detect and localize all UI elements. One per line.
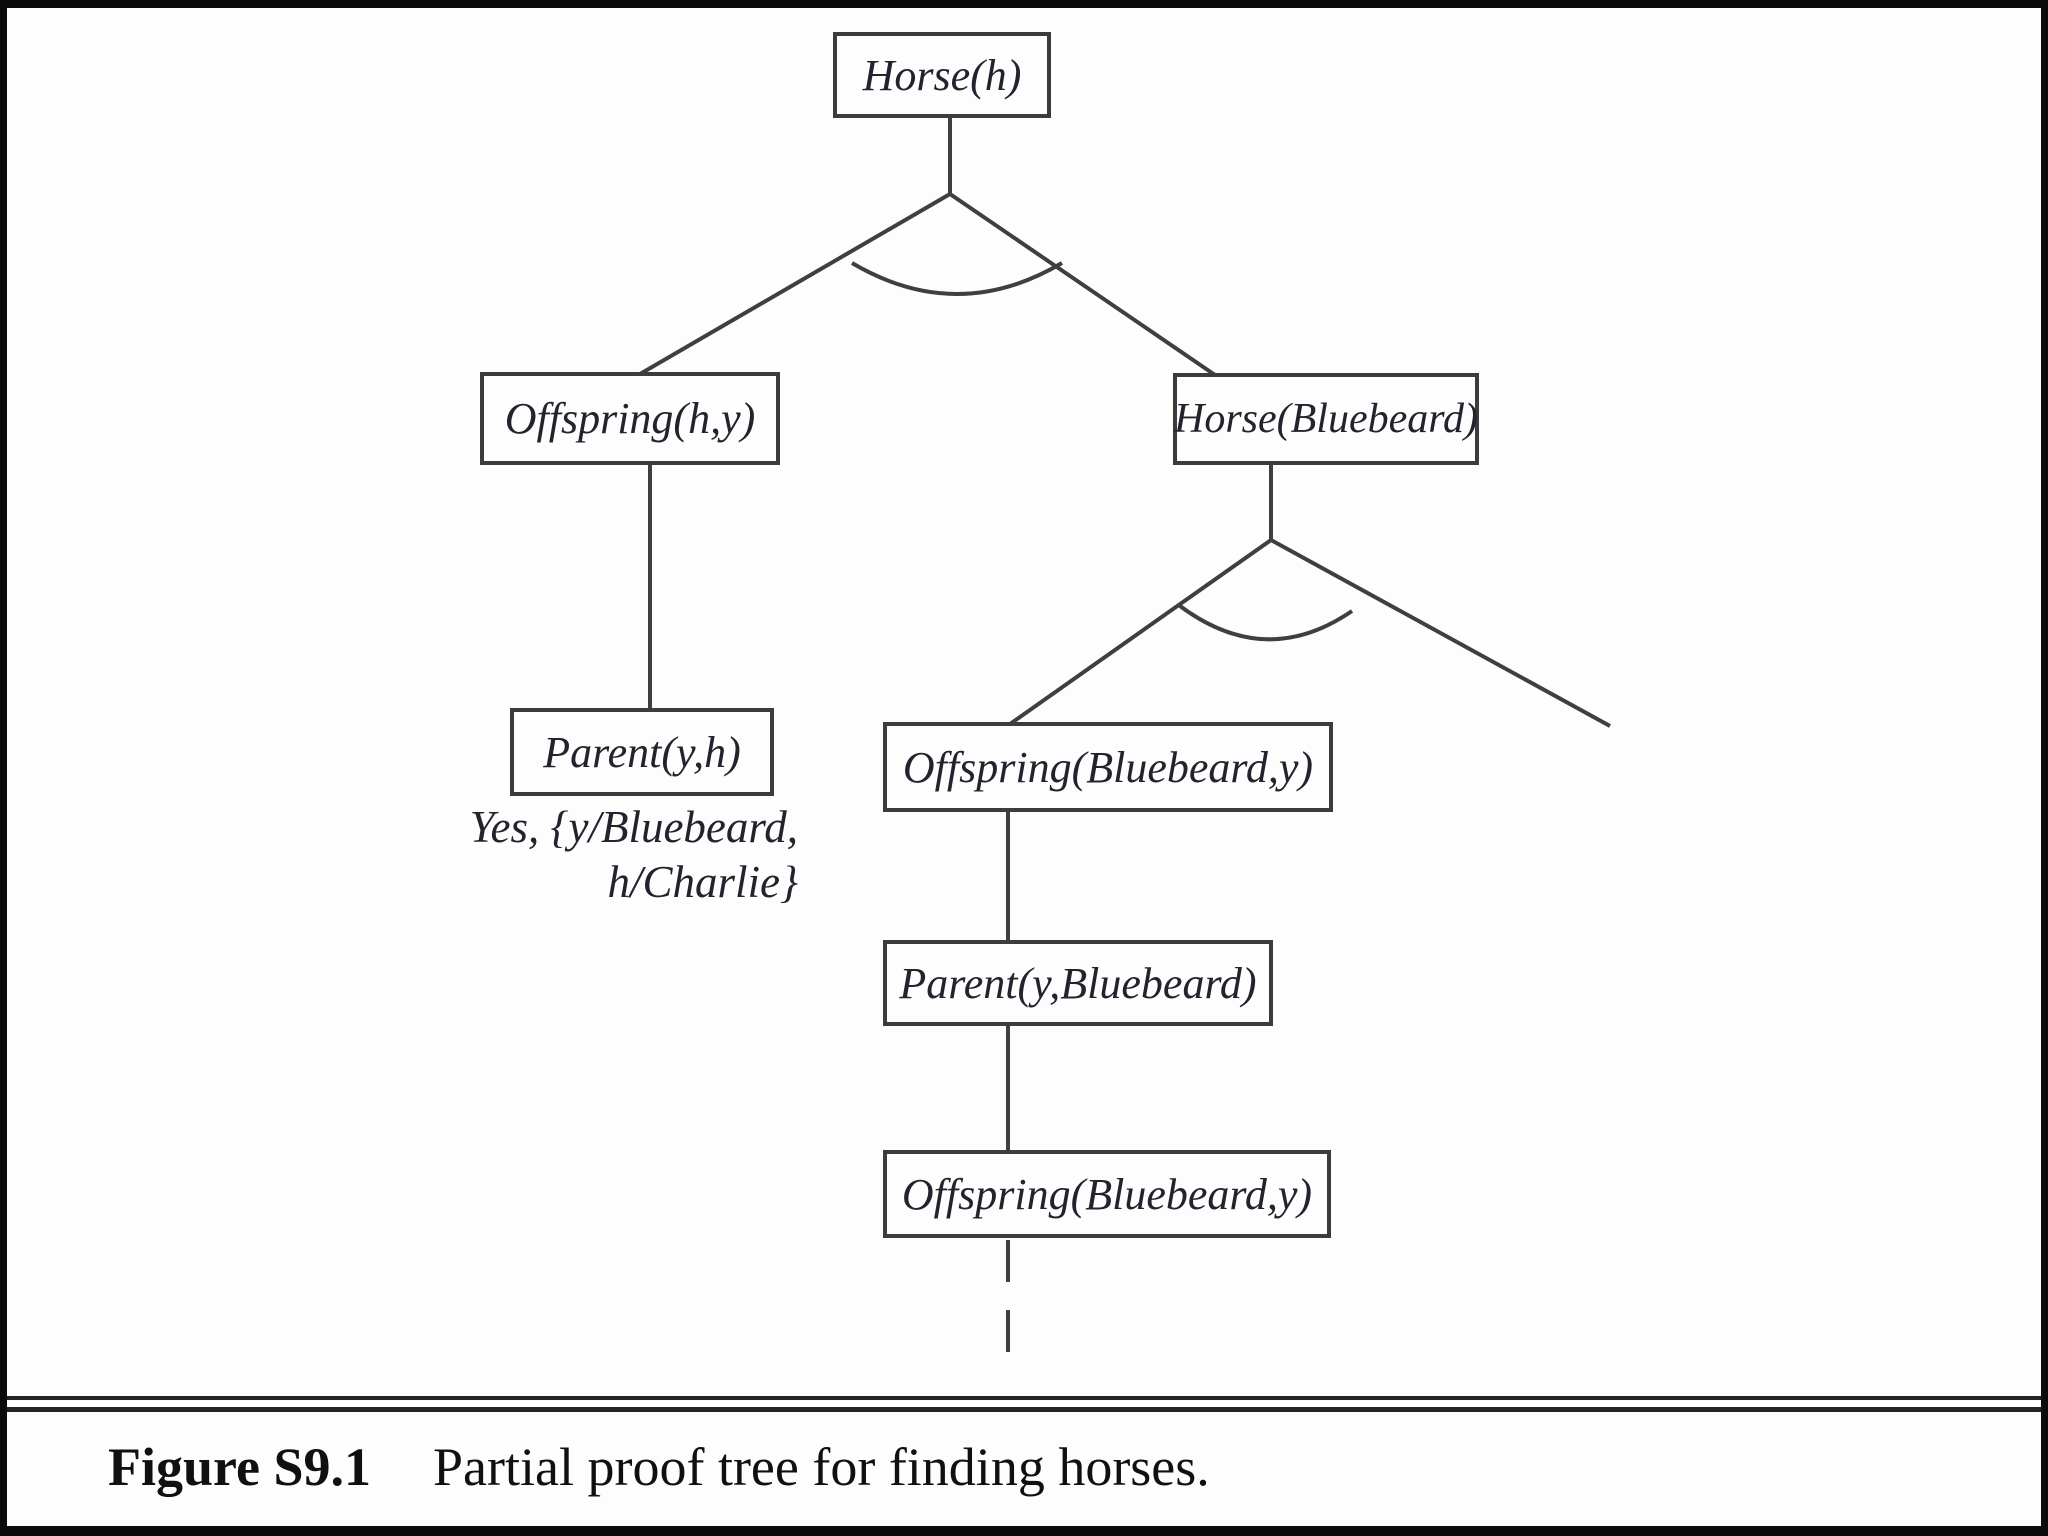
caption-divider bbox=[7, 1396, 2041, 1412]
node-offspring-bluebeard-1: Offspring(Bluebeard,y) bbox=[883, 722, 1333, 812]
node-horse-h: Horse(h) bbox=[833, 32, 1051, 118]
node-parent-y-bluebeard: Parent(y,Bluebeard) bbox=[883, 940, 1273, 1026]
node-offspring-bluebeard-2: Offspring(Bluebeard,y) bbox=[883, 1150, 1331, 1238]
figure-caption-label: Figure S9.1 bbox=[108, 1437, 372, 1497]
node-parent-y-h: Parent(y,h) bbox=[510, 708, 774, 796]
substitution-line-1: Yes, {y/Bluebeard, bbox=[469, 802, 798, 852]
node-horse-bluebeard: Horse(Bluebeard) bbox=[1173, 373, 1479, 465]
figure-caption-text: Partial proof tree for finding horses. bbox=[433, 1437, 1210, 1497]
substitution-annotation: Yes, {y/Bluebeard, h/Charlie} bbox=[430, 800, 798, 910]
node-offspring-h-y: Offspring(h,y) bbox=[480, 372, 780, 465]
figure-caption: Figure S9.1 Partial proof tree for findin… bbox=[108, 1436, 1808, 1498]
substitution-line-2: h/Charlie} bbox=[607, 856, 798, 907]
